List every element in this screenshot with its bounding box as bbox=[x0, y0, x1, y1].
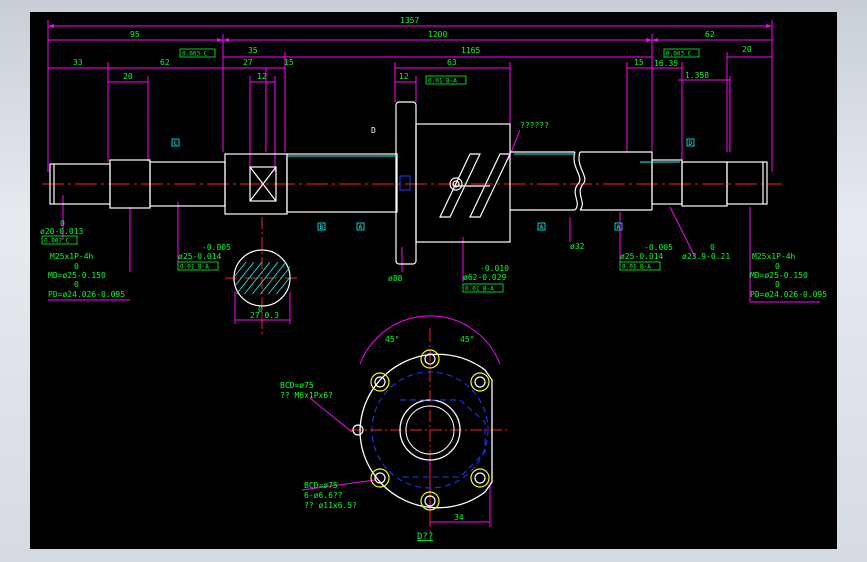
datum-b: B bbox=[320, 224, 324, 231]
dim-33: 33 bbox=[73, 58, 83, 67]
phi25a-dim: ø25-0.014 bbox=[178, 252, 222, 261]
dim-62: 62 bbox=[160, 58, 170, 67]
dim-20-left: 20 bbox=[123, 72, 133, 81]
dim-34: 34 bbox=[454, 513, 464, 522]
view-title: D?? bbox=[417, 532, 433, 542]
phi23-zero: 0 bbox=[710, 243, 715, 252]
md-right: MD=ø25-0.150 bbox=[750, 271, 808, 280]
dim-1-358: 1.358 bbox=[685, 71, 709, 80]
dim-63: 63 bbox=[447, 58, 457, 67]
flange-end-view bbox=[352, 349, 493, 511]
dim-15-right: 15 bbox=[634, 58, 644, 67]
angle-right: 45° bbox=[460, 335, 474, 344]
dim-overall: 1357 bbox=[400, 16, 419, 25]
counterbore-note: ?? ø11x6.5? bbox=[304, 501, 357, 510]
phi20-zero: 0 bbox=[60, 219, 65, 228]
bcd-top: BCD=ø75 bbox=[280, 381, 314, 390]
dim-right-segment: 62 bbox=[705, 30, 715, 39]
datum-f: A bbox=[617, 224, 621, 231]
section-dim-zero: 0 bbox=[258, 305, 263, 314]
phi25b-dim: ø25-0.014 bbox=[620, 252, 664, 261]
dim-16-35: 16.35 bbox=[654, 59, 678, 68]
section-dim: 27-0.3 bbox=[250, 311, 279, 320]
gdt-frame-6: 0.01 B-A bbox=[465, 286, 494, 293]
dim-12-nut: 12 bbox=[399, 72, 409, 81]
ball-screw-drawing: 1357 95 1200 62 35 1165 33 62 27 15 20 1… bbox=[40, 16, 827, 542]
angle-left: 45° bbox=[385, 335, 399, 344]
dim-35: 35 bbox=[248, 46, 258, 55]
pd-right: PD=ø24.026-0.095 bbox=[750, 290, 827, 299]
datum-e: A bbox=[540, 224, 544, 231]
dim-20-right: 20 bbox=[742, 45, 752, 54]
dimension-arrows bbox=[48, 24, 772, 42]
dim-middle-segment: 1200 bbox=[428, 30, 447, 39]
phi62-dim: ø62-0.029 bbox=[463, 273, 507, 282]
dim-1165: 1165 bbox=[461, 46, 480, 55]
dim-27: 27 bbox=[243, 58, 253, 67]
view-marker-d: D bbox=[371, 126, 376, 135]
md-left-zero: 0 bbox=[74, 262, 79, 271]
m25-right: M25x1P-4h bbox=[752, 252, 796, 261]
datum-c-left: C bbox=[174, 140, 178, 147]
phi88-dim: ø88 bbox=[388, 274, 403, 283]
bcd-bottom: BCD=ø75 bbox=[304, 481, 338, 490]
phi62-tol: -0.010 bbox=[480, 264, 509, 273]
dim-15-left: 15 bbox=[284, 58, 294, 67]
dim-left-segment: 95 bbox=[130, 30, 140, 39]
tap-note: ?? M6x1Px6? bbox=[280, 391, 333, 400]
phi25a-tol: -0.005 bbox=[202, 243, 231, 252]
pd-left: PD=ø24.026-0.095 bbox=[48, 290, 125, 299]
md-left: MD=ø25-0.150 bbox=[48, 271, 106, 280]
pd-right-zero: 0 bbox=[775, 280, 780, 289]
md-right-zero: 0 bbox=[775, 262, 780, 271]
gdt-frame-2: 0.003 C bbox=[666, 51, 692, 58]
thread-details bbox=[287, 153, 680, 191]
phi23-dim: ø23.9-0.21 bbox=[682, 252, 730, 261]
gdt-frame-1: 0.003 C bbox=[182, 51, 208, 58]
shaft-outline bbox=[49, 101, 768, 265]
datum-a: A bbox=[359, 224, 363, 231]
unknown-note: ?????? bbox=[520, 121, 549, 130]
gdt-frame-5: 0.01 B-A bbox=[180, 264, 209, 271]
gdt-frame-7: 0.01 B-A bbox=[622, 264, 651, 271]
key-section-view bbox=[233, 249, 291, 307]
dim-12-left: 12 bbox=[257, 72, 267, 81]
m25-left: M25x1P-4h bbox=[50, 252, 94, 261]
cad-drawing-viewport[interactable]: 1357 95 1200 62 35 1165 33 62 27 15 20 1… bbox=[30, 12, 837, 549]
datum-d: D bbox=[689, 140, 693, 147]
phi25b-tol: -0.005 bbox=[644, 243, 673, 252]
gdt-frame-3: 0.01 B-A bbox=[428, 78, 457, 85]
pd-left-zero: 0 bbox=[74, 280, 79, 289]
gdt-frame-4: 0.007 C bbox=[44, 238, 70, 245]
phi32-dim: ø32 bbox=[570, 242, 585, 251]
dimension-lines bbox=[47, 20, 820, 527]
phi20-dim: ø20-0.013 bbox=[40, 227, 84, 236]
holes-note: 6-ø6.6?? bbox=[304, 491, 343, 500]
